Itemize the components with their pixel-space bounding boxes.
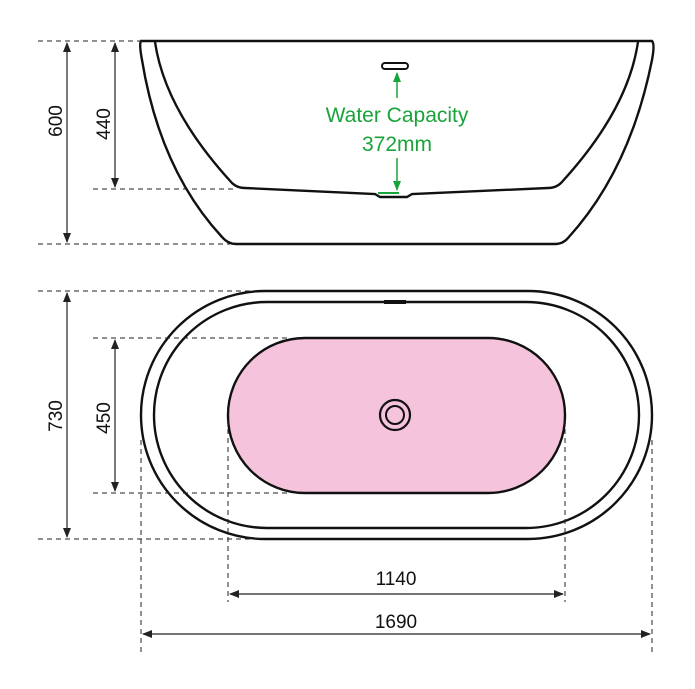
dim-total-height: 600 [46, 105, 67, 137]
drain-inner-ring [385, 405, 405, 425]
overflow-plan [384, 300, 406, 304]
water-capacity-label: Water Capacity [326, 104, 469, 127]
tub-basin [226, 336, 567, 495]
side-view: Water Capacity 372mm 600 440 [38, 39, 655, 246]
overflow-slot [381, 62, 409, 70]
tub-inner-profile [153, 41, 640, 199]
dim-total-width: 730 [46, 400, 67, 432]
tub-outer-profile [139, 39, 655, 246]
dim-basin-length: 1140 [376, 569, 417, 590]
dim-basin-width: 450 [94, 402, 115, 434]
water-capacity-value: 372mm [362, 133, 432, 156]
tub-outer-rim [139, 289, 654, 541]
dim-inner-depth: 440 [94, 108, 115, 140]
dim-total-length: 1690 [375, 612, 417, 633]
drain-icon [378, 398, 412, 432]
plan-view: 730 450 1140 1690 [38, 289, 654, 652]
